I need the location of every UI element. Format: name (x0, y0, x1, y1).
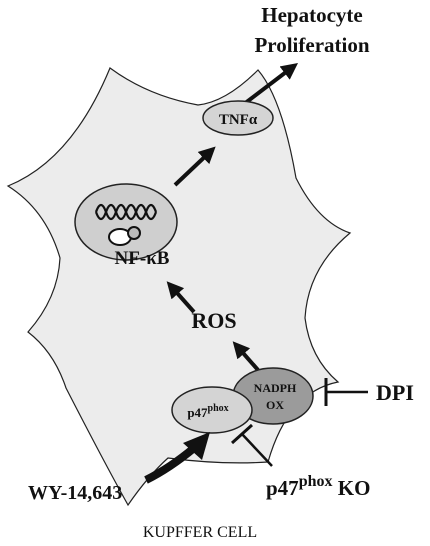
arrow-nfkb-to-tnf (173, 146, 216, 187)
nfkb-label: NF-κB (115, 248, 170, 269)
arrow-nadph-to-ros (232, 341, 260, 372)
title-line1: Hepatocyte (261, 3, 362, 27)
kupffer-cell-body (6, 67, 352, 507)
p47phox-node: p47phox (171, 386, 253, 434)
dpi-label: DPI (376, 380, 414, 405)
tnf-alpha-label: TNFα (219, 112, 258, 128)
p47-sup: phox (208, 403, 229, 414)
ko-sup: phox (299, 473, 333, 490)
nadph-label-line2: OX (266, 398, 284, 412)
arrow-tnf-to-proliferation (242, 62, 299, 106)
p47phox-ko-label: p47phox KO (266, 473, 370, 500)
ko-suffix: KO (332, 476, 370, 500)
nadph-label-line1: NADPH (254, 381, 297, 395)
p47phox-ko-inhibitor: p47phox KO (230, 423, 370, 500)
title-line2: Proliferation (254, 33, 369, 57)
dpi-inhibitor: DPI (324, 378, 414, 406)
p47phox-label: p47phox (187, 403, 228, 420)
nadph-oxidase-node: NADPH OX (232, 367, 314, 425)
kupffer-cell-label: KUPFFER CELL (143, 524, 257, 541)
wy14643-label: WY-14,643 (28, 482, 122, 504)
arrow-ros-to-nfkb (166, 281, 196, 314)
nucleus (74, 183, 178, 261)
tnf-alpha-node: TNFα (202, 100, 274, 136)
ko-base: p47 (266, 476, 299, 500)
p47-base: p47 (187, 405, 208, 420)
ros-label: ROS (191, 308, 236, 333)
wy14643-stimulus-arrow (144, 432, 210, 484)
